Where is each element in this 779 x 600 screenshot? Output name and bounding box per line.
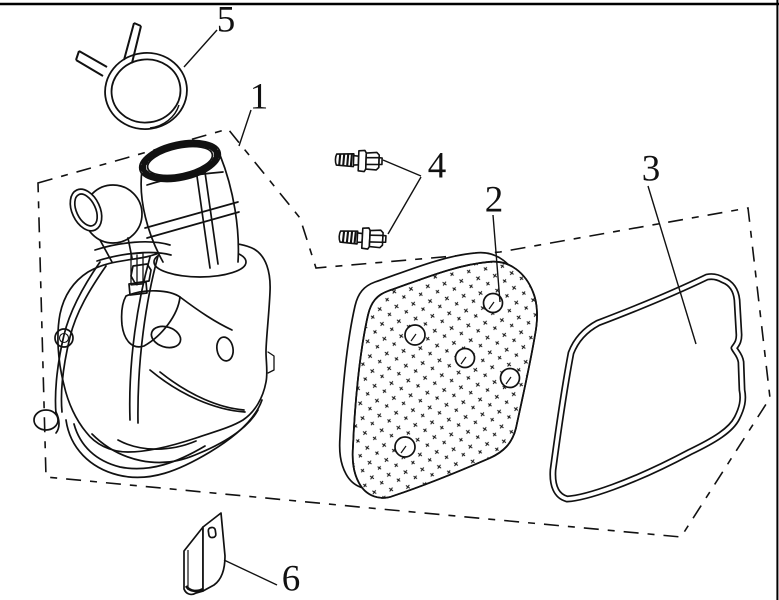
callout-6: 6 (281, 558, 301, 600)
callout-3: 3 (641, 148, 661, 190)
part-4-bolts (334, 148, 388, 252)
assembly-boundary-dashed (37, 128, 771, 538)
part-1-air-cleaner-case (33, 139, 275, 479)
callout-5: 5 (216, 0, 236, 41)
callout-1: 1 (249, 76, 269, 118)
callout-leader-lines (183, 29, 697, 586)
part-2-filter-element (338, 251, 538, 499)
part-6-bracket (183, 512, 226, 596)
callout-4: 4 (427, 145, 447, 187)
part-3-gasket (549, 273, 747, 503)
callout-2: 2 (484, 179, 504, 221)
part-5-hose-clamp (75, 22, 188, 130)
